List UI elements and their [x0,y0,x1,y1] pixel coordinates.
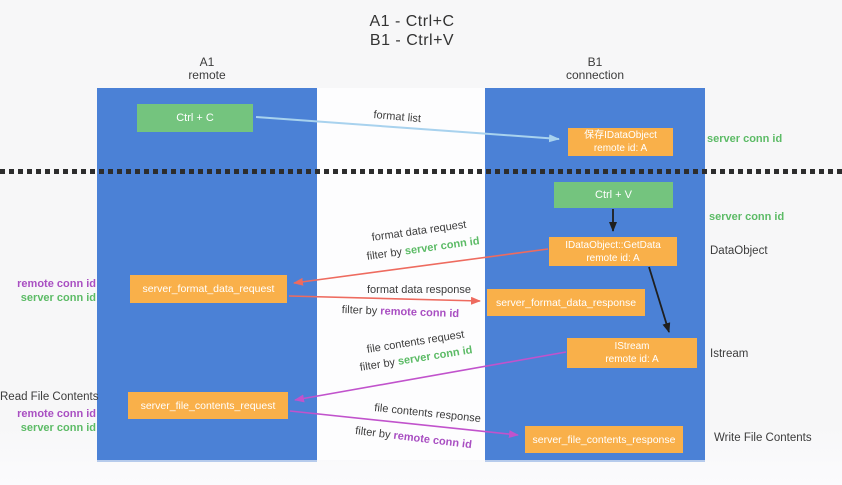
title-line-2: B1 - Ctrl+V [369,32,455,49]
label-server-conn-id-left-2: server conn id [20,422,96,434]
lane-b1-title: B1 [587,55,603,69]
session-divider-line [0,169,842,174]
label-group-conn-ids-1: remote conn id server conn id [0,277,96,305]
label-dataobject: DataObject [710,245,768,257]
label-istream: Istream [710,348,749,360]
lane-a1-subtitle: remote [188,68,226,82]
lane-b1-subtitle: connection [565,68,625,82]
node-getdata-line2: remote id: A [586,252,640,264]
label-format-data-response: format data response [367,284,471,296]
node-server-format-data-response: server_format_data_response [487,289,645,316]
node-idataobject-getdata: IDataObject::GetData remote id: A [549,237,677,266]
label-write-file-contents: Write File Contents [714,432,812,444]
node-server-file-contents-request: server_file_contents_request [128,392,288,419]
node-sfcreq-label: server_file_contents_request [140,399,276,412]
lane-a1-title: A1 [199,55,215,69]
node-istream-line1: IStream [614,341,650,352]
node-ctrl-c: Ctrl + C [137,104,253,132]
node-ctrl-v: Ctrl + V [554,182,673,208]
node-sfdresp-label: server_format_data_response [495,296,637,309]
node-getdata-line1: IDataObject::GetData [565,239,661,251]
label-server-conn-id-left-1: server conn id [20,292,96,304]
label-server-conn-id-right-1: server conn id [707,133,783,145]
node-ctrl-v-label: Ctrl + V [595,189,632,201]
filter-by-text: filter by [341,304,381,318]
node-server-format-data-request: server_format_data_request [130,275,287,303]
label-read-file-contents: Read File Contents [0,391,99,403]
label-remote-conn-id-left-1: remote conn id [17,278,96,290]
diagram-title: A1 - Ctrl+C B1 - Ctrl+V [0,12,824,50]
remote-conn-id-text: remote conn id [380,305,460,321]
node-sfdreq-label: server_format_data_request [142,283,275,295]
lane-b1-header: B1 connection [485,56,705,82]
node-save-idataobject-line2: remote id: A [593,143,648,154]
node-save-idataobject: 保存IDataObject remote id: A [568,128,673,156]
lane-a1-header: A1 remote [97,56,317,82]
node-ctrl-c-label: Ctrl + C [176,112,214,124]
label-server-conn-id-right-2: server conn id [709,211,785,223]
title-line-1: A1 - Ctrl+C [369,13,455,30]
label-group-conn-ids-2: remote conn id server conn id [0,407,96,435]
node-save-idataobject-line1: 保存IDataObject [584,130,657,141]
node-istream-line2: remote id: A [605,354,659,365]
node-server-file-contents-response: server_file_contents_response [525,426,683,453]
node-sfcresp-label: server_file_contents_response [532,433,676,446]
node-istream: IStream remote id: A [567,338,697,368]
label-remote-conn-id-left-2: remote conn id [17,408,96,420]
